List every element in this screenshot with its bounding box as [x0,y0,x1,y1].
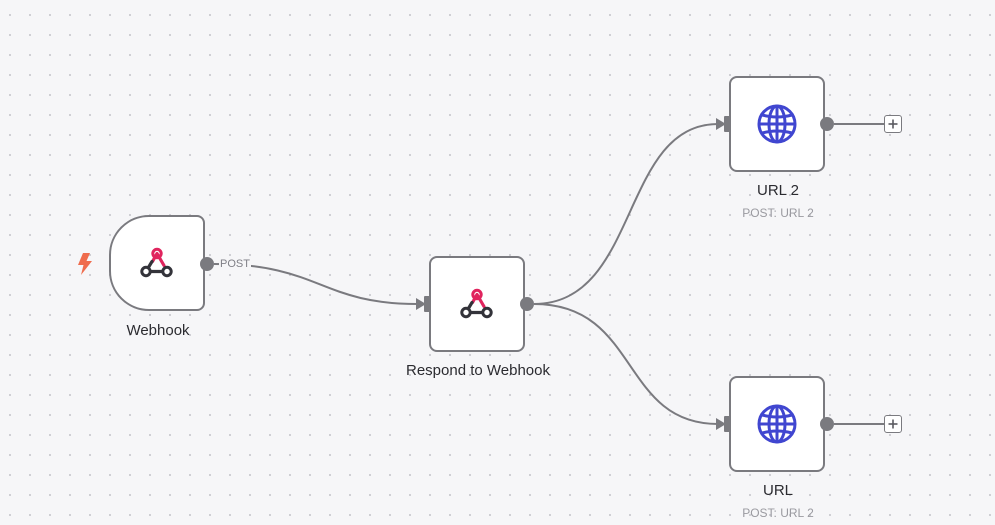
plus-icon [888,119,898,129]
url-node-subtitle: POST: URL 2 [742,506,814,520]
url2-add-node-button[interactable] [884,115,902,133]
edge-label-post: POST [219,258,251,270]
webhook-icon [460,288,493,319]
respond-to-webhook-node[interactable] [429,256,525,352]
webhook-icon [140,247,173,278]
url2-input-handle[interactable] [724,116,730,132]
bolt-icon [78,253,92,275]
url2-node-subtitle: POST: URL 2 [742,206,814,220]
globe-icon [757,404,797,444]
plus-icon [888,419,898,429]
url-input-handle[interactable] [724,416,730,432]
url-add-node-button[interactable] [884,415,902,433]
respond-node-label: Respond to Webhook [406,362,550,379]
url2-node-label: URL 2 [757,182,799,199]
url2-output-handle[interactable] [820,117,834,131]
webhook-node-label: Webhook [126,322,190,339]
url-node[interactable] [729,376,825,472]
url2-node[interactable] [729,76,825,172]
globe-icon [757,104,797,144]
url-output-handle[interactable] [820,417,834,431]
connection-webhook-respond [213,263,419,305]
url-node-label: URL [762,482,793,499]
respond-input-handle[interactable] [424,296,430,312]
webhook-output-handle[interactable] [200,257,214,271]
respond-output-handle[interactable] [520,297,534,311]
webhook-node[interactable] [109,215,205,311]
